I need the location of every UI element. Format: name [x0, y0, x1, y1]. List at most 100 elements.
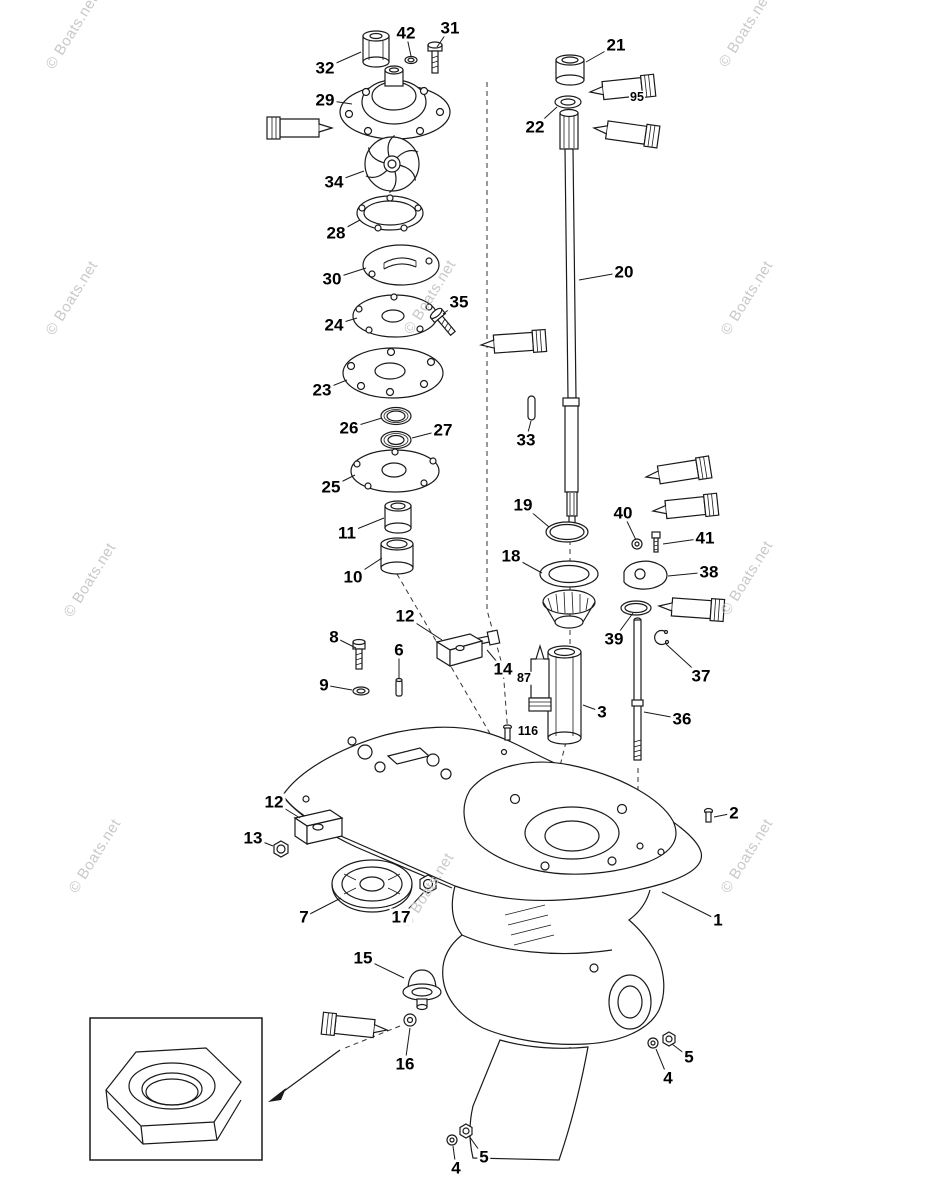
- nut-part-5-right: [662, 1031, 676, 1047]
- callout-18: 18: [499, 546, 523, 566]
- callout-29: 29: [313, 90, 337, 110]
- pin-part-6: [395, 677, 403, 697]
- water-pump-housing-part-29: [339, 65, 451, 140]
- washer-part-9: [352, 686, 370, 696]
- washer-part-4-right: [647, 1037, 659, 1049]
- callout-40: 40: [611, 503, 635, 523]
- sealant-tube-icon: [320, 1011, 389, 1042]
- callout-8: 8: [327, 627, 341, 647]
- callout-6: 6: [392, 640, 406, 660]
- callout-39: 39: [602, 629, 626, 649]
- pump-base-part-23: [342, 347, 444, 399]
- callout-19: 19: [511, 495, 535, 515]
- cap-part-15: [402, 969, 442, 1011]
- callout-10: 10: [341, 567, 365, 587]
- circlip-part-37: [654, 629, 670, 646]
- callout-35: 35: [447, 292, 471, 312]
- skeg: [469, 1039, 589, 1161]
- callout-95: 95: [629, 89, 645, 104]
- callout-36: 36: [670, 709, 694, 729]
- callout-21: 21: [604, 35, 628, 55]
- callout-7: 7: [297, 907, 311, 927]
- shift-cam-part-38: [623, 560, 668, 590]
- callout-14: 14: [491, 659, 515, 679]
- callout-1: 1: [711, 910, 725, 930]
- cover-part-7: [331, 859, 413, 913]
- callout-22: 22: [523, 117, 547, 137]
- gasket-part-25: [350, 448, 440, 493]
- callout-5: 5: [682, 1047, 696, 1067]
- oring-part-19: [545, 521, 589, 543]
- sealant-tube-icon: [643, 455, 713, 489]
- callout-37: 37: [689, 666, 713, 686]
- callout-41: 41: [693, 528, 717, 548]
- bolt-part-2: [703, 807, 714, 823]
- callout-4: 4: [661, 1068, 675, 1088]
- shift-shaft-part-36: [631, 617, 644, 761]
- nut-part-5-bottom: [459, 1123, 473, 1139]
- callout-28: 28: [324, 223, 348, 243]
- callout-26: 26: [337, 418, 361, 438]
- bearing-part-18: [539, 560, 599, 629]
- sealant-tube-icon: [657, 594, 726, 623]
- callout-30: 30: [320, 269, 344, 289]
- callout-2: 2: [727, 803, 741, 823]
- sealant-tube-icon: [588, 73, 657, 104]
- callout-3: 3: [595, 702, 609, 722]
- sealant-tube-icon: [591, 116, 661, 149]
- gasket-part-28: [356, 194, 424, 232]
- nut-part-17: [419, 874, 437, 894]
- callout-15: 15: [351, 948, 375, 968]
- sleeve-part-32: [362, 30, 390, 68]
- sealant-tube-icon: [479, 328, 548, 357]
- callout-5: 5: [477, 1147, 491, 1167]
- impeller-part-34: [364, 134, 420, 194]
- pin-part-33: [527, 395, 536, 421]
- callout-32: 32: [313, 58, 337, 78]
- sealant-tube-icon: [266, 116, 333, 140]
- callout-38: 38: [697, 562, 721, 582]
- callout-31: 31: [438, 18, 462, 38]
- callout-20: 20: [612, 262, 636, 282]
- driveshaft-part-20: [559, 108, 580, 525]
- screw-part-41: [651, 531, 661, 553]
- callout-12: 12: [393, 606, 417, 626]
- hardware-part-116: [500, 724, 513, 756]
- callout-27: 27: [431, 420, 455, 440]
- callout-23: 23: [310, 380, 334, 400]
- callout-34: 34: [322, 172, 346, 192]
- bolt-part-31: [427, 41, 443, 74]
- bushing-part-11: [384, 500, 412, 534]
- callout-17: 17: [389, 907, 413, 927]
- washer-part-42: [404, 55, 418, 65]
- sleeve-part-3: [547, 645, 582, 745]
- anode-part-12-upper: [435, 633, 484, 668]
- washer-part-40: [631, 538, 643, 550]
- cap-part-21: [555, 54, 585, 86]
- inset-pointer-arrow: [268, 1049, 341, 1102]
- callout-11: 11: [336, 523, 358, 543]
- detail-inset-box: [89, 1017, 263, 1161]
- callout-12: 12: [262, 792, 286, 812]
- oring-part-39: [620, 600, 652, 616]
- callout-13: 13: [241, 828, 265, 848]
- washer-part-16: [403, 1013, 417, 1027]
- callout-42: 42: [394, 23, 418, 43]
- gasket-part-24: [352, 293, 438, 338]
- seal-part-22: [554, 95, 582, 109]
- callout-25: 25: [319, 477, 343, 497]
- bolt-part-8: [352, 638, 366, 670]
- nut-part-13: [273, 840, 289, 858]
- gearcase-housing-part: [282, 726, 703, 1161]
- seal-part-27: [380, 430, 412, 450]
- callout-9: 9: [317, 675, 331, 695]
- callout-116: 116: [516, 723, 540, 738]
- bolt-part-35: [429, 307, 456, 337]
- washer-part-4-bottom: [446, 1134, 458, 1146]
- sleeve-part-10: [380, 537, 414, 575]
- callout-33: 33: [514, 430, 538, 450]
- sealant-tube-icon: [651, 492, 720, 523]
- callout-24: 24: [322, 315, 346, 335]
